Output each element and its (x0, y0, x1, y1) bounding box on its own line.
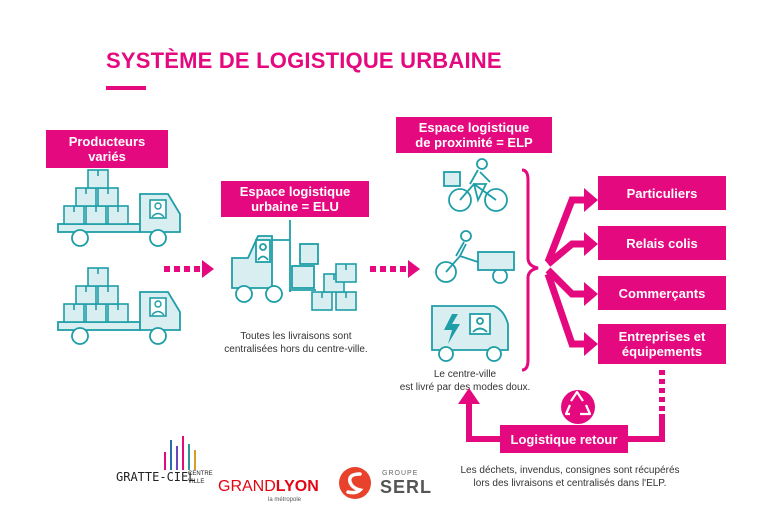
retour-label-text: Logistique retour (510, 431, 618, 447)
retour-label: Logistique retour (500, 425, 628, 453)
producer-truck-top-icon (58, 170, 180, 246)
electric-van-icon (431, 305, 509, 362)
gratte-ciel-sub2: VILLE (188, 479, 205, 485)
elu-label-line1: Espace logistique (239, 184, 351, 199)
elu-note-line2: centralisées hors du centre-ville. (224, 344, 368, 355)
dest-entreprises: Entreprises et équipements (598, 324, 726, 364)
dest-entreprises-line2: équipements (621, 344, 703, 359)
dest-relais-colis: Relais colis (598, 226, 726, 260)
arrow-elu-to-elp-icon (370, 260, 420, 278)
elp-label: Espace logistique de proximité = ELP (396, 117, 552, 153)
page-title: SYSTÈME DE LOGISTIQUE URBAINE (106, 48, 502, 73)
dest-commercants: Commerçants (598, 276, 726, 310)
elp-brace-icon (521, 168, 539, 372)
forklift-icon (231, 220, 319, 303)
title-underline (106, 86, 146, 90)
elp-note-line2: est livré par des modes doux. (399, 382, 531, 393)
dest-particuliers: Particuliers (598, 176, 726, 210)
retour-note: Les déchets, invendus, consignes sont ré… (450, 464, 690, 490)
grandlyon-b: LYON (275, 478, 319, 495)
elp-note: Le centre-ville est livré par des modes … (380, 368, 550, 394)
recycle-icon (561, 390, 595, 424)
elp-label-line2: de proximité = ELP (415, 135, 533, 150)
dest-entreprises-line1: Entreprises et (618, 329, 706, 344)
producer-truck-bottom-icon (58, 268, 180, 344)
producers-label-line1: Producteurs (68, 134, 146, 149)
producers-label: Producteurs variés (46, 130, 168, 168)
elu-boxes-icon (311, 263, 357, 311)
gratte-ciel-sub1: CENTRE (188, 471, 213, 477)
producers-label-line2: variés (88, 149, 126, 164)
cargo-tricycle-icon (435, 230, 515, 284)
serl-logo-groupe: GROUPE (382, 470, 419, 477)
retour-note-line2: lors des livraisons et centralisés dans … (473, 478, 667, 489)
elu-label-line2: urbaine = ELU (251, 199, 339, 214)
cargo-bike-icon (443, 158, 508, 212)
grandlyon-a: GRAND (218, 478, 276, 495)
elu-note-line1: Toutes les livraisons sont (240, 331, 352, 342)
grandlyon-logo-sub: la métropole (268, 497, 302, 503)
gratte-ciel-logo-icon (164, 436, 196, 470)
grandlyon-logo-text: GRANDLYON (218, 478, 319, 496)
branch-arrows-icon (544, 188, 598, 356)
dest-relais-label: Relais colis (626, 235, 698, 251)
elu-label: Espace logistique urbaine = ELU (221, 181, 369, 217)
dest-commercants-label: Commerçants (618, 285, 706, 301)
elp-note-line1: Le centre-ville (433, 369, 497, 380)
serl-logo-text: SERL (380, 477, 433, 497)
elp-label-line1: Espace logistique (418, 120, 530, 135)
return-loop-icon (458, 370, 665, 442)
elu-note: Toutes les livraisons sont centralisées … (206, 330, 386, 356)
dest-particuliers-label: Particuliers (626, 185, 698, 201)
gratte-ciel-logo-text: GRATTE-CIEL (116, 470, 196, 484)
gratte-ciel-logo-sub: CENTRE VILLE (188, 470, 213, 486)
retour-note-line1: Les déchets, invendus, consignes sont ré… (460, 465, 680, 476)
serl-logo-icon (339, 467, 371, 499)
arrow-producers-to-elu-icon (164, 260, 214, 278)
